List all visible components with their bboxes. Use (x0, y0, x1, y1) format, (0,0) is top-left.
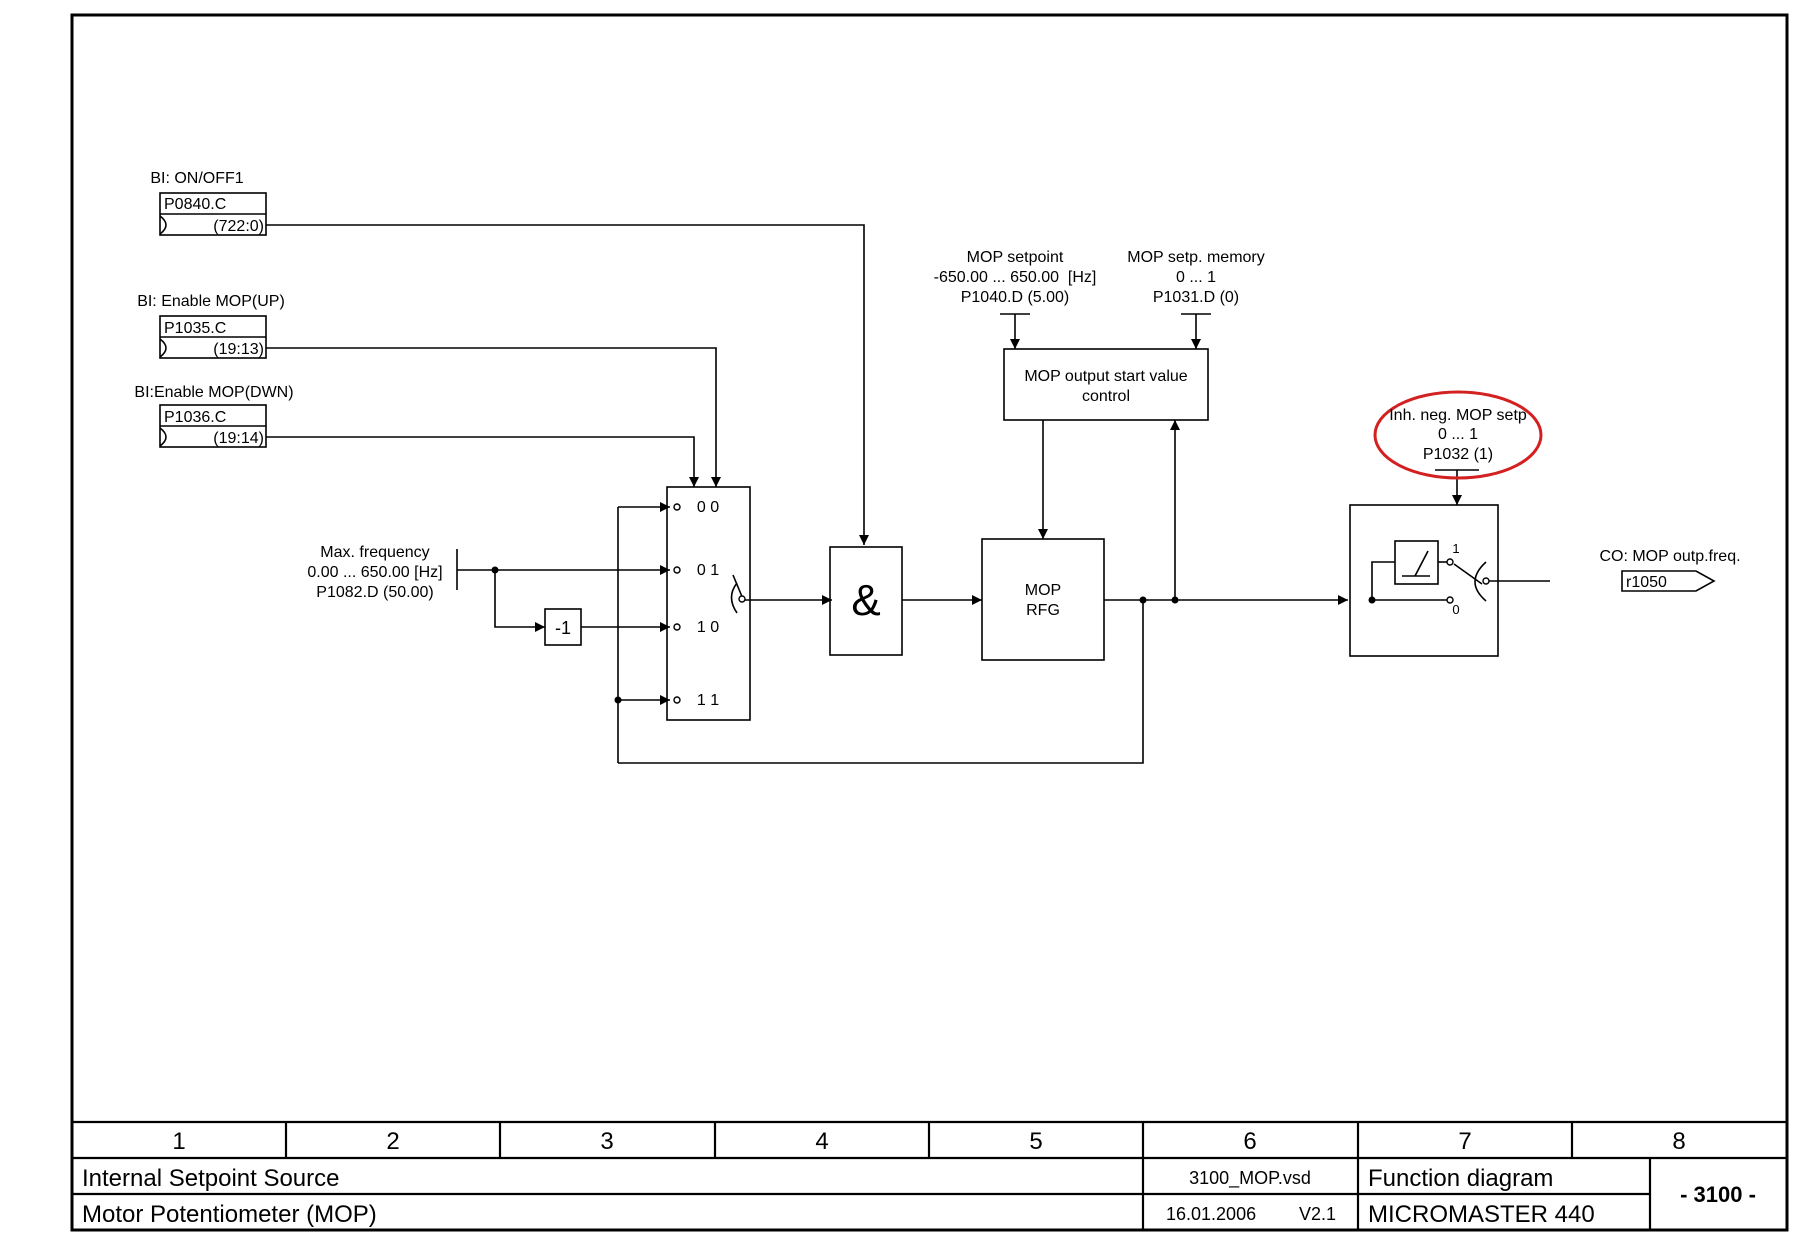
column-number-2: 2 (386, 1128, 399, 1155)
title-block (72, 1120, 1787, 1230)
start-value-text-1: MOP output start value (1024, 368, 1187, 385)
max-frequency-param: P1082.D (50.00) (316, 584, 433, 601)
switch-position-0: 0 (1452, 602, 1459, 617)
mop-up-value: (19:13) (213, 341, 264, 358)
start-value-block (1003, 348, 1209, 421)
output-connector (1621, 570, 1716, 592)
negate-text: -1 (555, 618, 571, 638)
mop-up-param: P1035.C (164, 320, 226, 337)
mop-down-param: P1036.C (164, 409, 226, 426)
output-param: r1050 (1626, 574, 1667, 591)
selector-code-00: 0 0 (697, 499, 719, 516)
on-off-label: BI: ON/OFF1 (150, 170, 243, 187)
output-label: CO: MOP outp.freq. (1599, 548, 1740, 565)
wire-mop-up (266, 347, 721, 487)
connector-on-off (159, 192, 267, 236)
highlight-ellipse (1373, 390, 1543, 480)
inhibit-param: P1032 (1) (1423, 446, 1493, 463)
max-frequency-label: Max. frequency (320, 544, 429, 561)
mop-setpoint-range: -650.00 ... 650.00 [Hz] (934, 269, 1097, 286)
column-number-1: 1 (172, 1128, 185, 1155)
junction-dots (491, 566, 1376, 704)
column-number-4: 4 (815, 1128, 828, 1155)
and-gate-text: & (851, 576, 880, 625)
max-frequency-range: 0.00 ... 650.00 [Hz] (307, 564, 442, 581)
mop-memory-param: P1031.D (0) (1153, 289, 1239, 306)
mop-memory-label: MOP setp. memory (1127, 249, 1265, 266)
drawing-title-1: Internal Setpoint Source (82, 1165, 340, 1192)
drawing-date: 16.01.2006 (1166, 1204, 1256, 1224)
column-number-6: 6 (1243, 1128, 1256, 1155)
mop-down-label: BI:Enable MOP(DWN) (134, 384, 293, 401)
on-off-value: (722:0) (213, 218, 264, 235)
inhibit-label: Inh. neg. MOP setp (1389, 407, 1527, 424)
selector-switch (730, 582, 738, 614)
rfg-text-2: RFG (1026, 602, 1060, 619)
output-switch (1474, 561, 1487, 602)
on-off-param: P0840.C (164, 196, 226, 213)
inhibit-range: 0 ... 1 (1438, 426, 1478, 443)
connector-mop-down (159, 404, 267, 448)
drawing-version: V2.1 (1299, 1204, 1336, 1224)
mop-up-label: BI: Enable MOP(UP) (137, 293, 285, 310)
start-value-text-2: control (1082, 388, 1130, 405)
column-number-3: 3 (600, 1128, 613, 1155)
product-name: MICROMASTER 440 (1368, 1201, 1595, 1228)
selector-code-10: 1 0 (697, 619, 719, 636)
drawing-type: Function diagram (1368, 1165, 1553, 1192)
rfg-text-1: MOP (1025, 582, 1061, 599)
wire-mop-down (266, 436, 699, 487)
drawing-title-2: Motor Potentiometer (MOP) (82, 1201, 377, 1228)
switch-position-1: 1 (1452, 541, 1459, 556)
column-number-5: 5 (1029, 1128, 1042, 1155)
page-number: - 3100 - (1680, 1182, 1756, 1207)
selector-block (666, 486, 751, 721)
selector-code-01: 0 1 (697, 562, 719, 579)
column-number-8: 8 (1672, 1128, 1685, 1155)
mop-memory-range: 0 ... 1 (1176, 269, 1216, 286)
mop-setpoint-param: P1040.D (5.00) (961, 289, 1070, 306)
file-name: 3100_MOP.vsd (1189, 1168, 1311, 1189)
drawing-frame (70, 13, 1789, 1232)
mop-setpoint-label: MOP setpoint (967, 249, 1064, 266)
limiter-icon (1394, 540, 1439, 585)
selector-code-11: 1 1 (697, 692, 719, 709)
wire-on-off (266, 224, 869, 545)
mop-down-value: (19:14) (213, 430, 264, 447)
and-gate-block (829, 546, 903, 656)
rfg-block (981, 538, 1105, 661)
connector-mop-up (159, 315, 267, 359)
column-number-7: 7 (1458, 1128, 1471, 1155)
